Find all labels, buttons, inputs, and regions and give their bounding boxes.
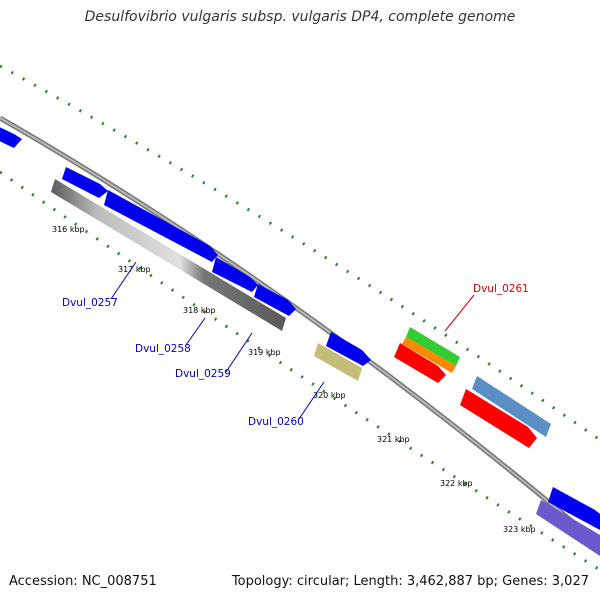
gene-block-gray xyxy=(51,179,286,331)
gene-block xyxy=(254,284,296,316)
scale-label: 317 kbp xyxy=(118,265,151,274)
scale-label: 316 kbp xyxy=(52,225,85,234)
genome-backbone xyxy=(0,115,600,547)
gene-block-red xyxy=(460,389,537,448)
outer-tick-ring xyxy=(0,64,600,442)
gene-block xyxy=(548,487,600,530)
gene-block-red xyxy=(394,343,446,383)
gene-label-dvul-0261: Dvul_0261 xyxy=(473,283,529,295)
gene-block-purple xyxy=(536,500,600,556)
scale-label: 321 kbp xyxy=(377,435,410,444)
gene-block xyxy=(62,167,108,198)
scale-label: 323 kbp xyxy=(503,525,536,534)
scale-labels: 316 kbp 317 kbp 318 kbp 319 kbp 320 kbp … xyxy=(52,225,536,534)
label-leader-lines xyxy=(110,261,475,420)
inner-tick-ring xyxy=(0,170,600,572)
gene-block xyxy=(0,127,22,148)
accession-label: Accession: NC_008751 xyxy=(9,574,157,589)
gene-label-dvul-0260: Dvul_0260 xyxy=(248,416,304,428)
gene-label-dvul-0258: Dvul_0258 xyxy=(135,343,191,355)
map-title: Desulfovibrio vulgaris subsp. vulgaris D… xyxy=(84,9,516,25)
scale-label: 319 kbp xyxy=(248,348,281,357)
genome-summary-label: Topology: circular; Length: 3,462,887 bp… xyxy=(231,574,589,589)
scale-label: 318 kbp xyxy=(183,306,216,315)
gene-block-olive xyxy=(314,343,362,381)
reverse-strand-features xyxy=(51,179,600,556)
gene-label-dvul-0259: Dvul_0259 xyxy=(175,368,231,380)
gene-label-dvul-0257: Dvul_0257 xyxy=(62,297,118,309)
gene-block-green xyxy=(406,327,460,366)
gene-block xyxy=(212,257,258,292)
gene-block xyxy=(104,190,218,262)
scale-label: 322 kbp xyxy=(440,479,473,488)
gene-block-orange xyxy=(402,337,456,373)
gene-block xyxy=(326,332,371,366)
gene-labels: Dvul_0257 Dvul_0258 Dvul_0259 Dvul_0260 … xyxy=(62,283,529,428)
forward-strand-features xyxy=(0,127,600,530)
gene-block-steelblue xyxy=(472,376,551,437)
scale-label: 320 kbp xyxy=(313,391,346,400)
